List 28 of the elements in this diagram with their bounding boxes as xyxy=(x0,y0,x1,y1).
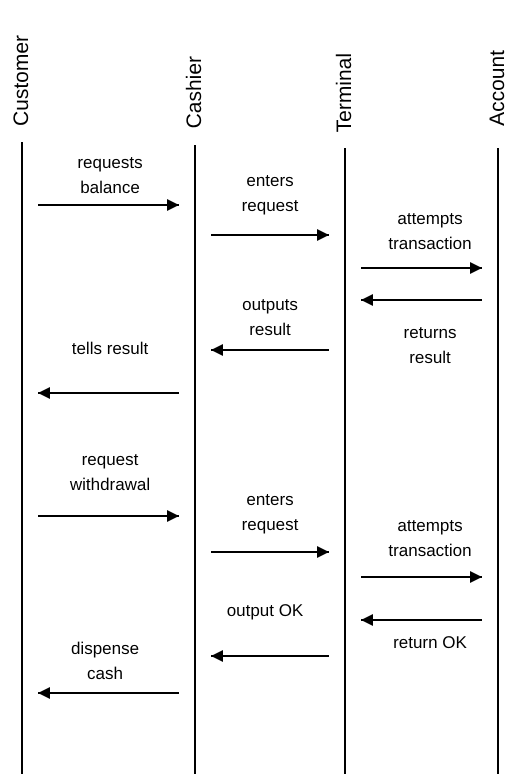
message-label: attempts transaction xyxy=(387,208,473,255)
message-arrow xyxy=(361,614,482,626)
message-arrow xyxy=(361,294,482,306)
message-arrow xyxy=(38,199,179,211)
message-arrow xyxy=(211,344,329,356)
message-label: enters request xyxy=(240,489,300,536)
message-arrow xyxy=(38,687,179,699)
message-arrow xyxy=(38,387,179,399)
message-label: outputs result xyxy=(241,294,299,341)
message-arrow xyxy=(361,262,482,274)
message-label: returns result xyxy=(402,322,458,369)
message-arrow xyxy=(38,510,179,522)
lifeline-label: Cashier xyxy=(184,56,206,128)
lifeline-label: Account xyxy=(487,50,507,126)
message-label: output OK xyxy=(226,600,304,622)
message-arrow xyxy=(211,546,329,558)
message-label: dispense cash xyxy=(70,638,140,685)
message-arrow xyxy=(211,650,329,662)
message-label: enters request xyxy=(240,170,300,217)
message-arrow xyxy=(211,229,329,241)
lifeline-label: Customer xyxy=(11,35,33,126)
lifeline-label: Terminal xyxy=(334,53,356,132)
message-label: attempts transaction xyxy=(387,515,473,562)
message-label: return OK xyxy=(392,632,468,654)
message-label: requests balance xyxy=(76,152,144,199)
message-arrow xyxy=(361,571,482,583)
message-label: request withdrawal xyxy=(68,449,152,496)
message-label: tells result xyxy=(70,338,150,360)
